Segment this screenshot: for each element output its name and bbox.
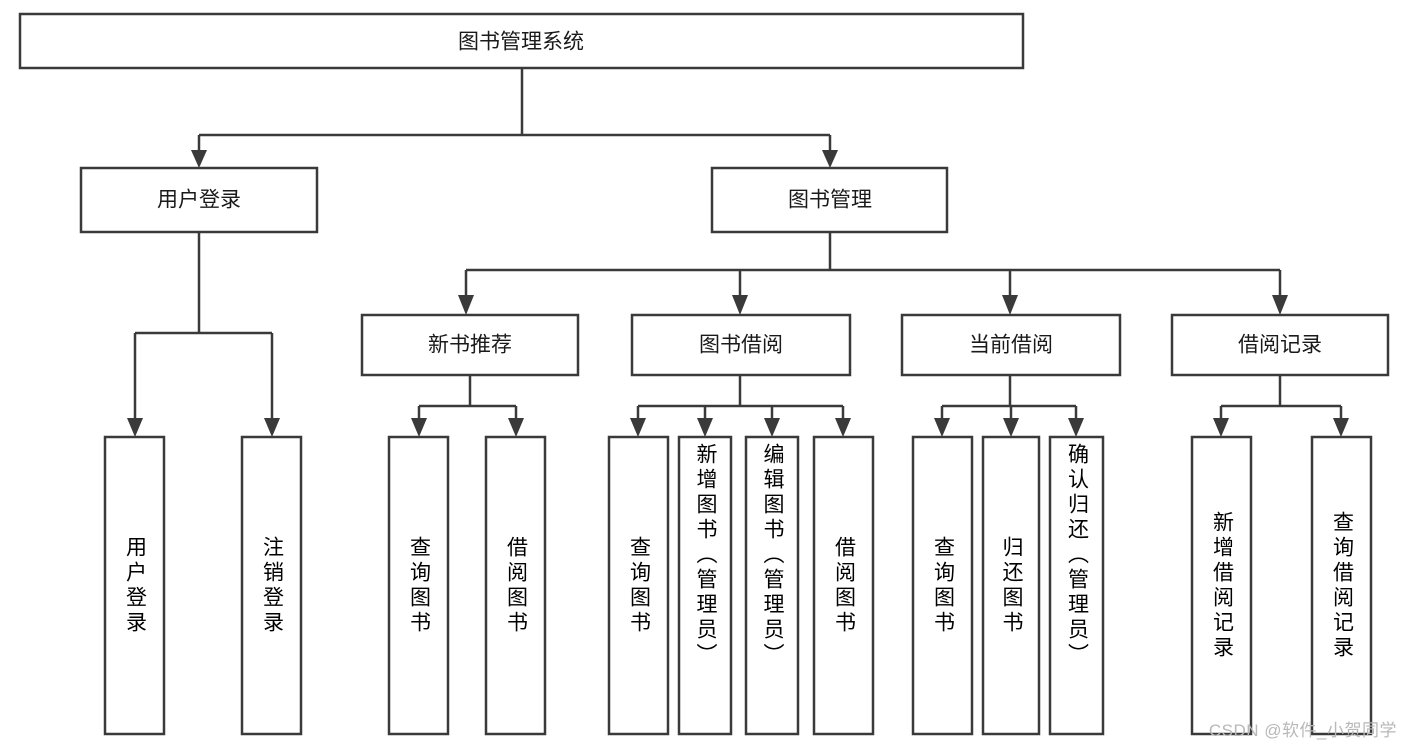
node-current-borrow-box[interactable] [900,313,1122,377]
node-borrow-record-box[interactable] [1170,313,1390,377]
arrow-head-leaf-borrow-add-book [697,418,713,437]
leaf-rec-query-book-label: 查询图书 [407,535,431,636]
leaf-cur-return-book-box[interactable] [981,435,1041,736]
node-current-borrow[interactable]: 当前借阅 [900,313,1122,377]
arrow-head-current-borrow [1002,295,1018,315]
leaf-rec-add-record-box[interactable] [1190,435,1253,736]
node-book-borrow[interactable]: 图书借阅 [630,313,852,377]
node-root-label: 图书管理系统 [458,31,584,54]
arrow-head-leaf-cur-return-book [1003,418,1019,437]
leaf-rec-borrow-book-box[interactable] [484,435,547,736]
node-book-borrow-box[interactable] [630,313,852,377]
node-book-manage[interactable]: 图书管理 [710,166,949,234]
node-root-box[interactable] [18,12,1025,70]
arrow-head-book-borrow [732,295,748,315]
leaf-borrow-edit-book-label: 编辑图书（管理员） [761,443,784,668]
arrow-head-leaf-cur-confirm-return [1068,418,1084,437]
leaf-borrow-add-book-label: 新增图书（管理员） [694,443,717,668]
arrow-head-leaf-rec-query-book [411,418,427,437]
connector-layer [127,68,1349,437]
arrow-head-leaf-user-logout [264,418,280,437]
leaf-rec-query-record-box[interactable] [1310,435,1373,736]
leaf-cur-confirm-return-label: 确认归还（管理员） [1065,443,1089,668]
leaf-layer [103,435,1373,736]
leaf-borrow-query-book-box[interactable] [607,435,670,736]
arrow-head-leaf-cur-query-book [934,418,950,437]
node-borrow-record-label: 借阅记录 [1238,334,1322,357]
arrow-head-leaf-borrow-edit-book [764,418,780,437]
node-new-book-recommend-label: 新书推荐 [428,334,512,357]
leaf-rec-query-record-label: 查询借阅记录 [1330,510,1354,661]
leaf-user-logout-box[interactable] [240,435,303,736]
node-book-manage-label: 图书管理 [788,189,872,212]
arrow-head-leaf-user-login [127,418,143,437]
leaf-borrow-borrow-book-box[interactable] [812,435,875,736]
node-borrow-record[interactable]: 借阅记录 [1170,313,1390,377]
arrow-head-leaf-rec-add-record [1213,418,1229,437]
arrow-head-book-manage [822,150,838,168]
node-current-borrow-label: 当前借阅 [969,334,1053,357]
node-new-book-recommend-box[interactable] [360,313,580,377]
leaf-borrow-query-book-label: 查询图书 [627,535,651,636]
arrow-head-leaf-borrow-query-book [630,418,646,437]
node-new-book-recommend[interactable]: 新书推荐 [360,313,580,377]
leaf-cur-query-book-label: 查询图书 [931,535,955,636]
arrow-head-leaf-borrow-borrow-book [835,418,851,437]
node-user-login[interactable]: 用户登录 [79,166,319,234]
node-book-borrow-label: 图书借阅 [699,334,783,357]
arrow-head-user-login [191,150,207,168]
node-book-manage-box[interactable] [710,166,949,234]
leaf-borrow-borrow-book-label: 借阅图书 [832,535,856,636]
leaf-user-logout-label: 注销登录 [260,535,284,636]
node-root[interactable]: 图书管理系统 [18,12,1025,70]
leaf-user-login-box[interactable] [103,435,166,736]
arrow-head-leaf-rec-query-record [1333,418,1349,437]
arrow-head-leaf-rec-borrow-book [508,418,524,437]
arrow-head-borrow-record [1272,295,1288,315]
leaf-rec-add-record-label: 新增借阅记录 [1210,510,1234,661]
leaf-cur-confirm-return-box[interactable] [1048,435,1105,736]
arrow-head-new-book-recommend [458,295,474,315]
leaf-borrow-add-book-box[interactable] [677,435,733,736]
node-user-login-label: 用户登录 [157,189,241,212]
node-user-login-box[interactable] [79,166,319,234]
leaf-cur-query-book-box[interactable] [911,435,974,736]
leaf-cur-return-book-label: 归还图书 [1000,535,1023,636]
leaf-borrow-edit-book-box[interactable] [744,435,800,736]
leaf-user-login-label: 用户登录 [123,535,147,636]
leaf-rec-borrow-book-label: 借阅图书 [504,535,528,636]
leaf-rec-query-book-box[interactable] [387,435,450,736]
